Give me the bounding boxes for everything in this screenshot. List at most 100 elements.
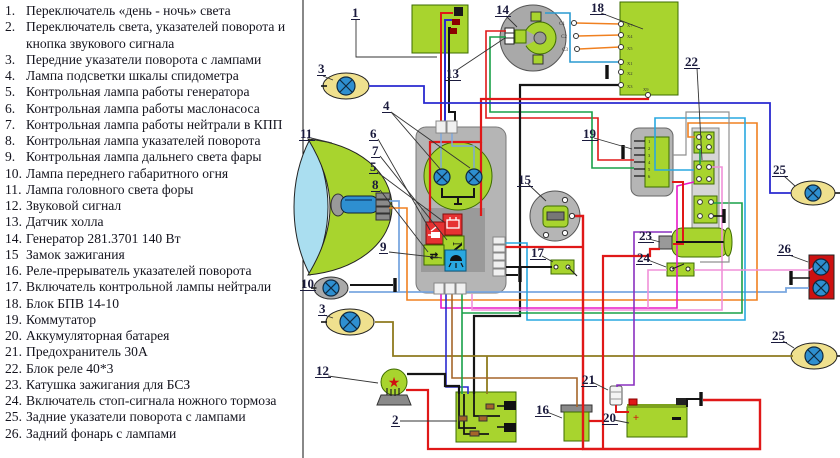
circle — [685, 266, 691, 272]
legend-item-text: Катушка зажигания для БСЗ — [26, 376, 191, 392]
legend-item-text: Датчик холла — [26, 214, 104, 230]
generator-hub — [533, 31, 547, 45]
component-number-label: 21 — [582, 372, 595, 387]
wire — [473, 394, 500, 417]
switch2-plug — [504, 423, 516, 432]
wire — [458, 394, 476, 429]
coil-terminal — [658, 235, 673, 250]
circle — [618, 32, 624, 38]
wire — [545, 12, 620, 63]
wire — [505, 117, 746, 321]
legend-item-2: 2. Переключатель света, указателей поворо… — [0, 19, 300, 52]
diagram-glyph: Х5 — [627, 46, 633, 51]
circle — [573, 33, 579, 39]
horn-star: ★ — [388, 376, 401, 391]
legend-item-text: Лампа головного света форы — [26, 181, 194, 197]
legend-item-11: 11.Лампа головного света форы — [0, 182, 300, 198]
label-leader — [310, 137, 333, 144]
cluster-terminal — [492, 244, 506, 253]
diagram-glyph: ⇄ — [430, 251, 439, 262]
diagram-glyph: C3 — [562, 48, 568, 53]
cluster-connector — [433, 282, 445, 295]
diagram-glyph: Х2 — [627, 71, 633, 76]
component-number-label: 16 — [536, 402, 550, 417]
legend-item-number: 2. — [5, 19, 16, 35]
cluster-terminal — [492, 252, 506, 261]
label-leader — [546, 411, 563, 419]
wire — [428, 95, 650, 224]
component-number-label: 15 — [518, 172, 532, 187]
circle — [618, 21, 624, 27]
legend-item-number: 18. — [5, 295, 22, 311]
circle — [618, 44, 624, 50]
legend-item-text: Задний фонарь с лампами — [26, 425, 177, 441]
indicator-8-turn — [423, 244, 445, 266]
bpv-block — [619, 1, 679, 96]
wire — [448, 48, 456, 124]
flasher-relay-16 — [563, 411, 590, 442]
label-leader — [593, 137, 633, 150]
wire — [672, 181, 684, 245]
component-number-label: 2 — [392, 412, 399, 427]
wire — [349, 287, 809, 293]
circle — [697, 199, 703, 205]
diagram-glyph: 5 — [648, 167, 651, 172]
lamp-10 — [325, 282, 337, 294]
legend-item-text: Переключатель «день - ночь» света — [26, 3, 231, 18]
wire — [673, 111, 730, 263]
diagram-glyph: 4 — [648, 160, 651, 165]
legend-item-number: 19. — [5, 311, 22, 327]
legend-item-text: Задние указатели поворота с лампами — [26, 409, 246, 425]
circle — [568, 212, 576, 220]
wire — [451, 133, 475, 168]
legend-item-number: 9. — [5, 149, 16, 165]
legend-item-text: Предохранитель 30А — [26, 344, 148, 360]
ignition-key-slot — [546, 211, 565, 221]
rect — [485, 403, 495, 410]
generator-magnet-top — [530, 11, 542, 22]
circle — [574, 46, 580, 52]
switch1-terminal — [452, 19, 460, 25]
wire — [694, 266, 815, 271]
legend-item-number: 11. — [5, 181, 22, 197]
component-number-label: 5 — [370, 159, 377, 174]
diagram-glyph: 1 — [648, 139, 650, 144]
circle — [706, 164, 712, 170]
legend-item-number: 15 — [5, 246, 19, 262]
lamp-26-bottom — [815, 282, 827, 294]
legend-item-text: Включатель контрольной лампы нейтрали — [26, 279, 272, 295]
legend-item-number: 6. — [5, 100, 16, 116]
label-leader — [505, 15, 518, 28]
cluster-connector — [444, 282, 456, 295]
circle — [645, 92, 651, 98]
legend-item-number: 3. — [5, 51, 16, 67]
label-leader — [600, 12, 644, 30]
cluster-terminal — [492, 236, 506, 245]
legend-item-24: 24.Включатель стоп-сигнала ножного тормо… — [0, 393, 300, 409]
wire — [615, 405, 629, 413]
legend-item-number: 12. — [5, 198, 22, 213]
path — [450, 255, 462, 261]
circle — [571, 20, 577, 26]
component-number-label: 17 — [531, 245, 545, 260]
switch2-plug — [504, 401, 516, 410]
diagram-glyph: Х4 — [627, 34, 633, 39]
lamp-3-bottom — [342, 314, 358, 330]
switch1-terminal — [450, 28, 457, 34]
legend-item-9: 9.Контрольная лампа дальнего света фары — [0, 149, 300, 165]
component-number-label: 7 — [372, 143, 379, 158]
legend-item-text: Блок реле 40*3 — [26, 360, 114, 376]
wire — [575, 22, 621, 25]
component-number-label: 18 — [591, 0, 605, 15]
label-leader — [541, 255, 554, 263]
legend-item-text: Переключатель света, указателей поворота… — [26, 19, 286, 51]
wire — [451, 294, 578, 407]
legend-item-21: 21.Предохранитель 30А — [0, 344, 300, 360]
component-number-label: 19 — [583, 126, 597, 141]
legend-item-22: 22.Блок реле 40*3 — [0, 361, 300, 377]
battery-top — [627, 404, 687, 408]
diagram-glyph: Х9 — [643, 87, 649, 92]
legend-item-number: 8. — [5, 133, 16, 148]
circle — [618, 69, 624, 75]
